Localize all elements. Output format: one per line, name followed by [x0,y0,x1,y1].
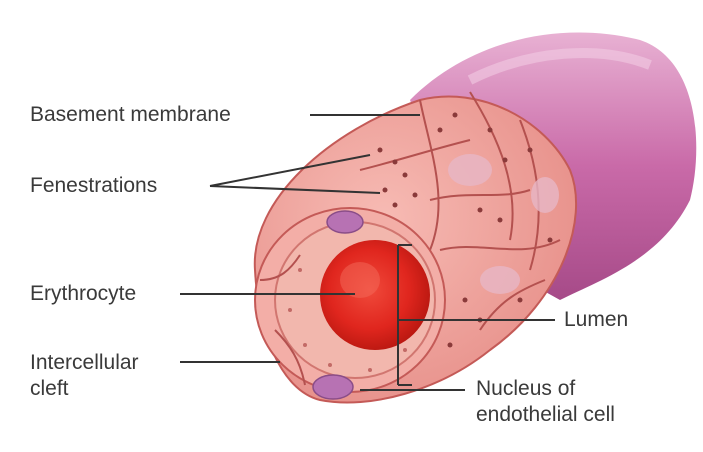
label-lumen: Lumen [564,308,629,331]
label-nucleus-line2: endothelial cell [476,403,615,426]
endothelial-nucleus-top [326,210,364,234]
label-intercellular-cleft-line1: Intercellular [30,351,139,374]
basement-membrane-highlight [467,48,652,85]
label-erythrocyte: Erythrocyte [30,282,137,305]
outer-nuclei [448,154,559,294]
intercellular-cleft-lines [259,254,306,386]
erythrocyte-highlight [340,262,380,298]
label-intercellular-cleft-line2: cleft [30,377,69,400]
label-nucleus-endothelial-cell: Nucleus of endothelial cell [476,376,696,428]
leader-lines [180,114,555,391]
label-intercellular-cleft: Intercellular cleft [30,350,200,402]
label-fenestrations: Fenestrations [30,174,158,197]
endothelial-nucleus-bottom [312,374,354,400]
cell-borders [359,91,561,331]
fenestration-dots [377,112,553,348]
label-nucleus-line1: Nucleus of [476,377,576,400]
lumen-bracket [397,244,412,386]
label-basement-membrane: Basement membrane [30,103,231,126]
